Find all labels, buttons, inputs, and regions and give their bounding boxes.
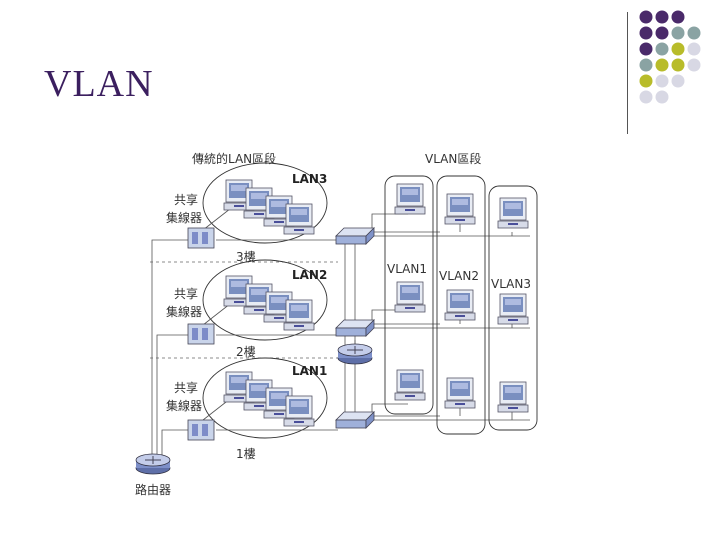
lan1-label: LAN1: [292, 364, 327, 378]
hub-2f: [187, 323, 215, 345]
decorative-dot: [687, 42, 701, 56]
decorative-dot: [655, 26, 669, 40]
router-label: 路由器: [135, 482, 171, 497]
decorative-dot: [639, 58, 653, 72]
decorative-dot: [655, 74, 669, 88]
vlan3-group: [488, 185, 538, 431]
decorative-dot: [671, 58, 685, 72]
switch-middle: [335, 319, 375, 337]
decorative-dot: [639, 74, 653, 88]
vlan-segment-header: VLAN區段: [425, 151, 481, 166]
decorative-dot: [687, 26, 701, 40]
floor2-label: 2樓: [236, 344, 256, 359]
hub-label-1f-line1: 共享: [174, 380, 198, 395]
hub-label-2f-line1: 共享: [174, 286, 198, 301]
switch-top: [335, 227, 375, 245]
vlan1-label: VLAN1: [387, 262, 427, 276]
decorative-dot: [639, 26, 653, 40]
slide-title: VLAN: [44, 63, 154, 105]
router: [135, 453, 171, 475]
hub-label-3f-line1: 共享: [174, 192, 198, 207]
decorative-dot: [639, 90, 653, 104]
decorative-dot: [639, 10, 653, 24]
lan3-ellipse: [202, 162, 328, 244]
vlan1-group: [384, 175, 434, 415]
decorative-dot: [671, 42, 685, 56]
hub-label-3f-line2: 集線器: [166, 210, 202, 225]
decorative-dot: [655, 42, 669, 56]
lan2-label: LAN2: [292, 268, 327, 282]
traditional-segment-header: 傳統的LAN區段: [192, 151, 276, 166]
decorative-dot-grid: [639, 10, 701, 104]
decorative-dot: [655, 10, 669, 24]
hub-label-2f-line2: 集線器: [166, 304, 202, 319]
decorative-dot: [671, 10, 685, 24]
hub-label-1f-line2: 集線器: [166, 398, 202, 413]
floor3-label: 3樓: [236, 249, 256, 264]
vlan2-group: [436, 175, 486, 435]
decorative-dot: [655, 58, 669, 72]
hub-1f: [187, 419, 215, 441]
vlan3-label: VLAN3: [491, 277, 531, 291]
lan3-label: LAN3: [292, 172, 327, 186]
decorative-dot: [639, 42, 653, 56]
lan2-ellipse: [202, 259, 328, 341]
decorative-dot: [671, 74, 685, 88]
vlan2-label: VLAN2: [439, 269, 479, 283]
title-divider-line: [627, 12, 628, 134]
decorative-dot: [671, 26, 685, 40]
lan1-ellipse: [202, 357, 328, 439]
decorative-dot: [687, 58, 701, 72]
switch-bottom: [335, 411, 375, 429]
vlan-router: [337, 343, 373, 365]
decorative-dot: [655, 90, 669, 104]
floor1-label: 1樓: [236, 446, 256, 461]
hub-3f: [187, 227, 215, 249]
